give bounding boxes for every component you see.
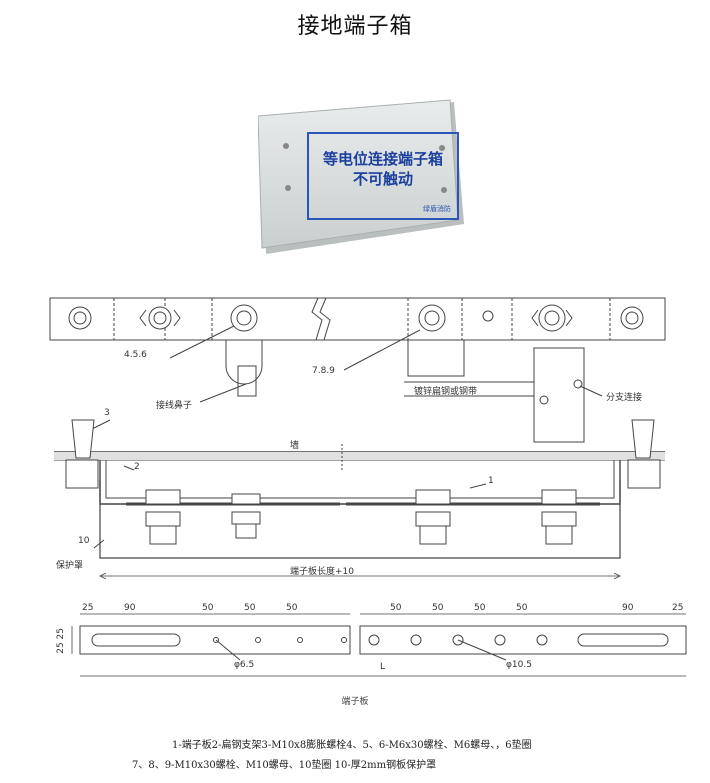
nameplate-line2: 不可触动 <box>352 170 413 188</box>
dim-top-9: 90 <box>622 603 634 613</box>
terminal-plate-drawing <box>71 613 687 677</box>
anchor-bolts <box>65 419 661 489</box>
dim-top-1: 90 <box>124 603 136 613</box>
nameplate-line1: 等电位连接端子箱 <box>322 150 443 168</box>
label-length: 端子板长度+10 <box>290 567 354 577</box>
label-branch: 分支连接 <box>606 393 643 403</box>
wall-section <box>54 444 665 470</box>
dim-phi105: φ10.5 <box>506 660 532 670</box>
label-10: 10 <box>78 536 90 546</box>
page-title: 接地端子箱 <box>297 14 413 39</box>
protective-cover <box>99 480 621 559</box>
label-1: 1 <box>488 476 494 486</box>
dim-top-0: 25 <box>82 603 94 613</box>
figure-caption: 端子板 <box>341 697 369 707</box>
terminal-bar-top-view <box>49 297 666 341</box>
dim-top-8: 50 <box>516 603 528 613</box>
dim-top-5: 50 <box>390 603 402 613</box>
brand-logo-text: 绿盾消防 <box>423 205 451 213</box>
dim-top-2: 50 <box>202 603 214 613</box>
label-wall: 墙 <box>290 441 300 451</box>
dim-L: L <box>380 662 386 672</box>
label-789: 7.8.9 <box>312 366 335 376</box>
dim-top-3: 50 <box>244 603 256 613</box>
legend-line-2: 7、8、9-M10x30螺栓、M10螺母、10垫圈 10-厚2mm钢板保护罩 <box>132 760 437 771</box>
dim-top-10: 25 <box>672 603 684 613</box>
dim-top-4: 50 <box>286 603 298 613</box>
dim-phi65: φ6.5 <box>234 660 255 670</box>
dim-top-7: 50 <box>474 603 486 613</box>
label-456: 4.5.6 <box>124 350 147 360</box>
label-3: 3 <box>104 408 110 418</box>
box-nameplate: 等电位连接端子箱 不可触动 绿盾消防 <box>307 132 459 220</box>
label-terminal-ear: 接线鼻子 <box>156 401 193 411</box>
label-cover: 保护罩 <box>56 561 84 571</box>
legend-line-1: 1-端子板2-扁钢支架3-M10x8膨胀螺栓4、5、6-M6x30螺栓、M6螺母… <box>172 740 532 751</box>
dim-side: 25 25 <box>56 628 66 654</box>
bolt-section <box>145 489 577 545</box>
label-2: 2 <box>134 462 140 472</box>
label-galv-steel: 镀锌扁钢或钢带 <box>414 387 478 397</box>
dim-top-6: 50 <box>432 603 444 613</box>
